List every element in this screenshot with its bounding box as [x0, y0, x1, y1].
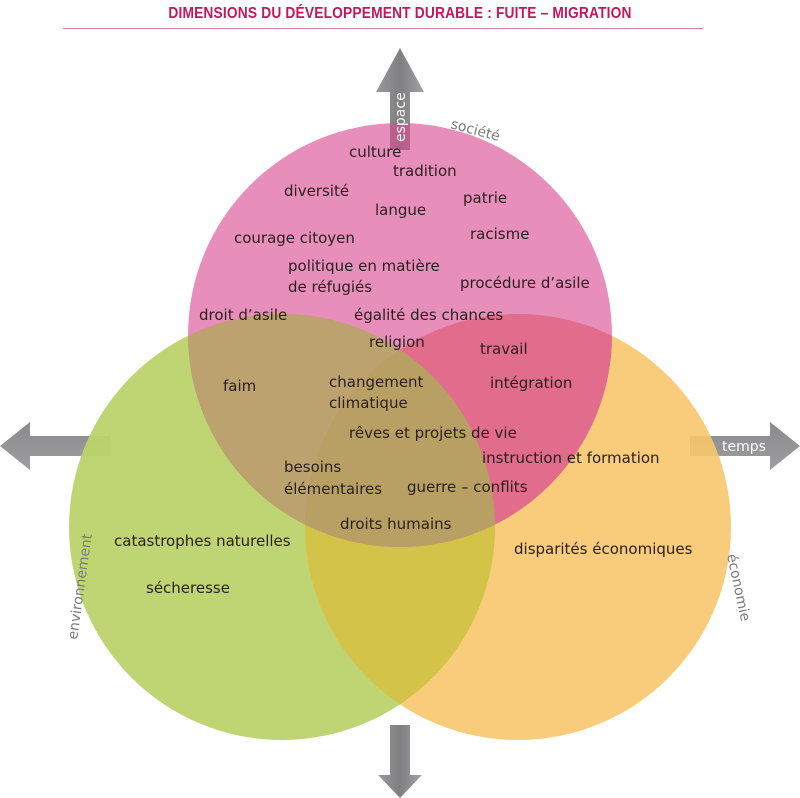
term-patrie: patrie: [463, 189, 507, 207]
arrow-right-temps: [690, 422, 800, 470]
title-underline: [63, 28, 703, 29]
term-culture: culture: [349, 143, 401, 161]
dimension-label-economy: économie: [723, 553, 753, 623]
arrow-up-espace: [376, 48, 424, 150]
term-guerre-conflits: guerre – conflits: [407, 478, 528, 496]
axis-label-espace: espace: [393, 92, 409, 142]
term-changement-climatique-1: changement: [329, 373, 424, 391]
term-instruction-formation: instruction et formation: [482, 449, 660, 467]
term-disparites-economiques: disparités économiques: [514, 540, 693, 558]
term-secheresse: sécheresse: [146, 579, 230, 597]
term-courage-citoyen: courage citoyen: [234, 229, 355, 247]
overlap-center: [305, 314, 495, 547]
term-droits-humains: droits humains: [340, 515, 452, 533]
arrow-left: [0, 422, 110, 470]
term-besoins-elementaires-2: élémentaires: [284, 480, 382, 498]
term-procedure-asile: procédure d’asile: [460, 274, 590, 292]
term-integration: intégration: [490, 374, 572, 392]
term-tradition: tradition: [393, 162, 457, 180]
term-langue: langue: [375, 201, 426, 219]
axis-label-temps: temps: [722, 439, 766, 455]
term-changement-climatique-2: climatique: [329, 394, 408, 412]
term-travail: travail: [480, 340, 528, 358]
term-droit-asile: droit d’asile: [199, 306, 287, 324]
diagram-title: DIMENSIONS DU DÉVELOPPEMENT DURABLE : FU…: [168, 5, 632, 22]
arrow-down: [378, 725, 422, 798]
term-catastrophes-naturelles: catastrophes naturelles: [114, 532, 291, 550]
term-faim: faim: [223, 377, 256, 395]
term-reves-projets: rêves et projets de vie: [349, 424, 517, 442]
term-religion: religion: [369, 333, 425, 351]
term-egalite-chances: égalité des chances: [354, 306, 503, 324]
term-besoins-elementaires-1: besoins: [284, 458, 341, 476]
term-politique-refugies-1: politique en matière: [288, 257, 440, 275]
term-politique-refugies-2: de réfugiés: [288, 278, 372, 296]
term-diversite: diversité: [284, 182, 349, 200]
term-racisme: racisme: [470, 225, 529, 243]
